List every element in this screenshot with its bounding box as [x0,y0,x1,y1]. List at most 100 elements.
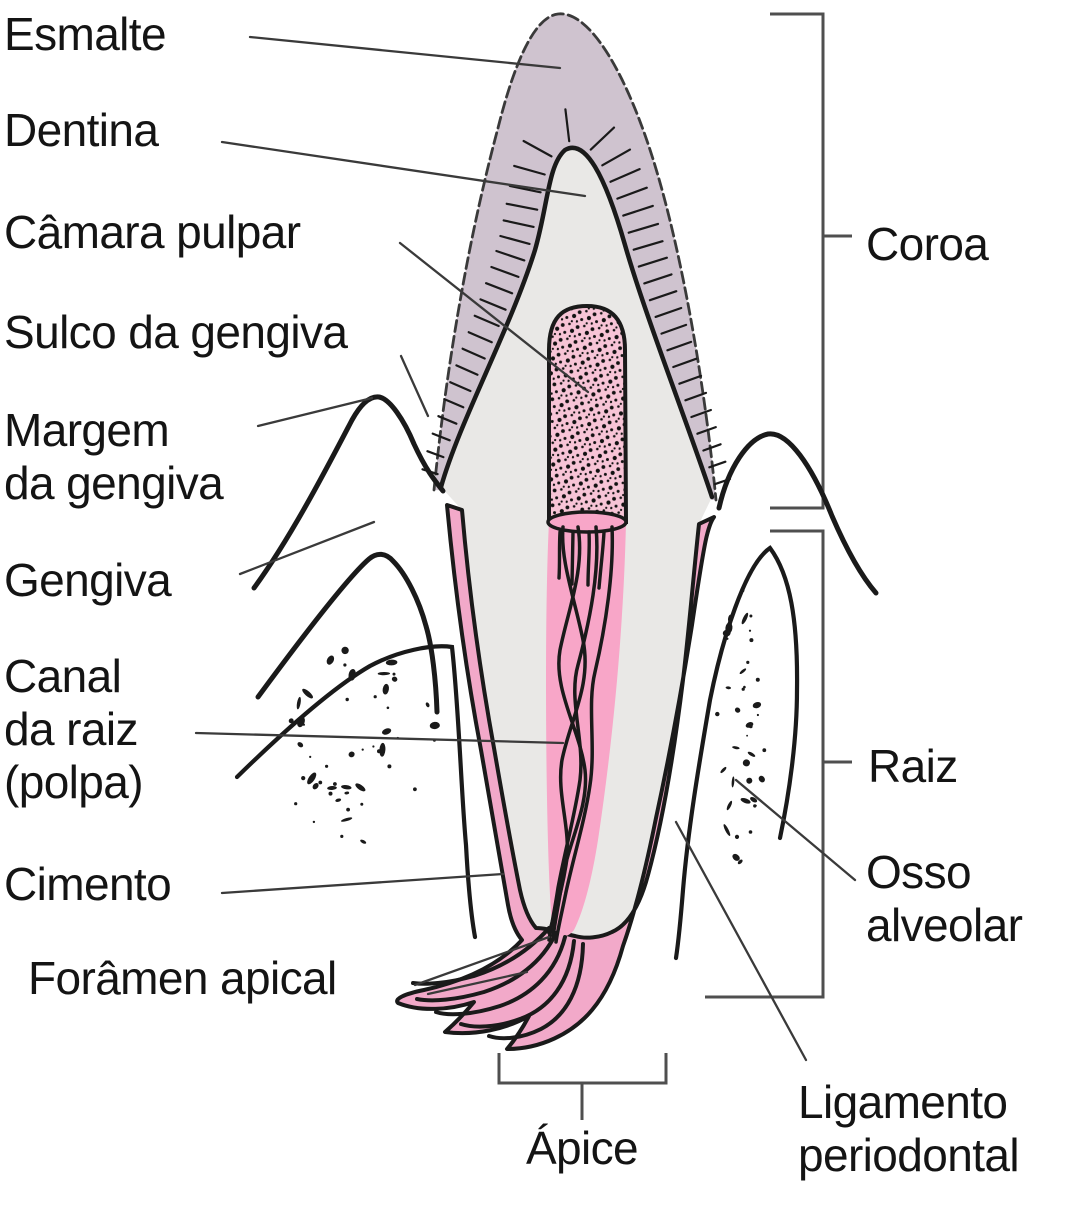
enamel-hatch-tick [490,265,520,278]
camara-pulpar-leader-line [398,241,590,394]
bone-speckle [750,796,758,803]
label-gengiva: Gengiva [4,554,172,606]
label-margem-da-gengiva: Margem da gengiva [4,404,224,509]
enamel-hatch-tick [643,273,673,285]
bone-speckle-dot [749,724,753,729]
bone-speckle [747,751,756,757]
bone-speckle-dot [748,781,751,784]
bone-speckle [720,766,727,774]
enamel-hatch-tick [479,298,507,311]
bone-speckle-dot [325,764,329,768]
bone-speckle [340,817,353,822]
bone-speckle [355,783,366,792]
enamel-hatch-tick [499,234,531,245]
bone-speckle-dot [333,782,337,786]
pulp-chamber-base-ellipse [546,510,628,534]
bone-speckle [739,668,747,675]
root-canal-nerves [547,525,615,944]
label-apice: Ápice [525,1122,639,1174]
bone-speckle-dot [377,749,381,754]
label-osso-alveolar: Osso alveolar [866,846,1023,951]
foramen-apical-leader-line-1 [413,935,551,987]
leader-lines [194,35,857,1062]
bone-speckle [288,718,294,724]
bone-speckle-dot [726,637,729,640]
bone-speckle [425,702,430,708]
enamel-hatch-tick [495,249,526,262]
bone-speckle-dot [361,748,364,751]
enamel-hatch-tick [508,184,542,194]
ligamento-leader-line [674,820,808,1062]
bone-speckle-dot [360,802,364,806]
enamel-hatch-tick [443,398,465,409]
bone-speckle [307,772,317,785]
bone-speckle [732,746,740,750]
enamel-hatch-tick [513,164,546,176]
pulp-vessel-tops [557,530,606,590]
canal-da-raiz-leader-line [194,731,565,745]
bone-speckle-dot [386,706,390,710]
osso-alveolar-leader-line [734,778,857,882]
enamel-hatch-tick [616,186,648,200]
bone-speckle-dot [340,834,344,839]
bone-speckle-dot [294,802,298,806]
bone-speckle [742,759,750,767]
enamel-hatch-tick [648,290,678,302]
left-gum-inner-line [255,551,440,715]
bone-speckle [297,742,304,748]
bone-speckle-dot [387,764,392,769]
bone-speckle [335,798,342,802]
enamel-hatch-tick [708,460,727,469]
dentin-dome-outline [438,145,715,500]
bone-speckle [734,707,741,713]
bone-speckle [746,777,753,784]
bone-speckle-dot [309,755,312,759]
bone-speckle [391,676,398,682]
bone-speckle [723,824,731,837]
enamel-hatch-tick [502,219,535,228]
bone-speckle-dot [301,776,306,781]
gengiva-leader-line [238,520,376,576]
enamel-hatch-tick [637,256,669,268]
bone-speckle [758,775,765,783]
label-raiz: Raiz [868,740,958,792]
bone-speckle [752,701,762,709]
bone-speckle [348,668,356,681]
bone-speckle [344,791,350,795]
enamel-hatching [421,108,732,486]
enamel-hatch-tick [690,408,713,419]
apice-bracket [497,1053,668,1120]
left-bone-speckles [288,646,440,844]
cimento-leader-line [220,872,505,895]
enamel-hatch-tick [609,168,641,183]
label-foramen-apical: Forâmen apical [28,952,337,1004]
margem-leader-line [256,396,374,428]
bone-speckle-dot [328,791,333,796]
label-canal-da-raiz: Canal da raiz (polpa) [4,650,144,808]
enamel-hatch-tick [522,139,553,158]
bone-speckle [327,785,337,791]
label-dentina: Dentina [4,104,159,156]
bone-speckle [382,683,389,695]
bone-speckle [429,721,440,730]
enamel-hatch-tick [654,306,683,318]
enamel-hatch-tick [632,240,664,251]
foramen-apical-leader-line-2 [426,970,529,996]
enamel-hatch-tick [473,314,500,328]
enamel-hatch-tick [505,202,539,211]
left-gum-outer-line [251,394,446,591]
apical-nerve-strands [411,926,585,1041]
bone-speckle-dot [756,713,760,717]
enamel-hatch-tick [426,450,445,459]
bone-speckle [732,853,740,861]
enamel-hatch-tick [678,374,703,385]
bone-speckle [377,671,391,676]
bone-speckle-dot [746,734,748,737]
bone-speckle-dot [730,616,733,620]
bone-speckle [312,783,319,790]
bone-speckle-dot [755,804,757,807]
enamel-hatch-tick [564,108,571,143]
enamel-hatch-tick [449,381,472,393]
bone-speckle [727,614,732,622]
